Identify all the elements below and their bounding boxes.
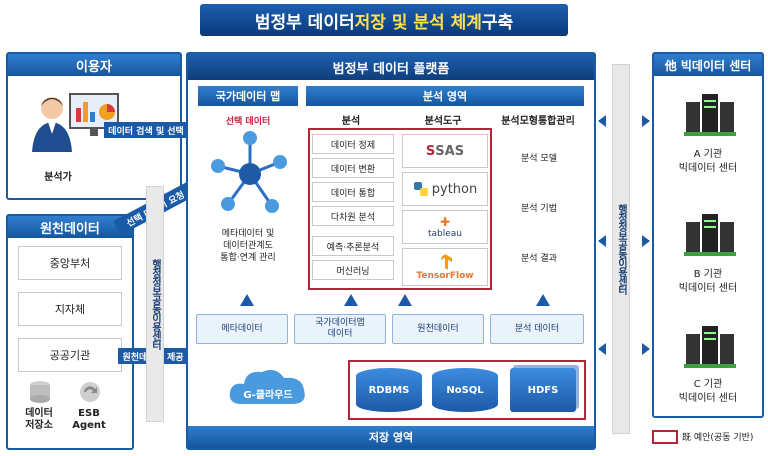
center-label: A 기관 빅데이터 센터	[678, 149, 738, 174]
server-icon	[684, 212, 736, 258]
data-store-label: 데이터 저장소	[25, 408, 53, 431]
cloud-icon	[229, 370, 305, 404]
source-data-panel: 원천데이터 중앙부처 지자체 공공기관 데이터 저장소 ESB Agent	[6, 214, 134, 450]
col-tools-header: 분석도구	[424, 116, 462, 127]
map-description: 메타데이터 및 데이터관계도 통합·연계 관리	[220, 229, 276, 263]
analyst-icon	[32, 93, 119, 152]
tool-tensorflow: TensorFlow	[402, 248, 488, 286]
tool-tableau: ✚ tableau	[402, 210, 488, 244]
common-base-outline	[308, 128, 492, 290]
data-platform-panel: 범정부 데이터 플랫폼 국가데이터 맵 분석 영역 선택 데이터 메타데이터 및…	[186, 52, 596, 450]
platform-header: 범정부 데이터 플랫폼	[188, 54, 594, 80]
python-icon	[413, 182, 428, 196]
model-item: 분석 모델	[494, 134, 584, 180]
center-label: C 기관 빅데이터 센터	[678, 379, 738, 404]
up-arrow-icon	[536, 294, 550, 306]
center-label: B 기관 빅데이터 센터	[678, 269, 738, 294]
data-store-icon	[28, 380, 52, 404]
tensorflow-icon	[441, 254, 452, 270]
db-rdbms: RDBMS	[356, 368, 422, 412]
analysis-item: 예측·추론분석	[312, 236, 394, 256]
model-item: 분석 결과	[494, 234, 584, 280]
data-map-header: 국가데이터 맵	[198, 86, 298, 106]
analysis-item: 머신러닝	[312, 260, 394, 280]
layer-analysis-data: 분석 데이터	[490, 314, 584, 344]
source-item: 지자체	[18, 292, 122, 326]
model-item: 분석 기법	[494, 184, 584, 230]
col-analysis-header: 분석	[341, 116, 361, 127]
tool-python: python	[402, 172, 488, 206]
server-icon	[684, 92, 736, 138]
legend-text: 既 예안(공동 기반)	[682, 433, 754, 443]
analysis-item: 데이터 변환	[312, 158, 394, 178]
analysis-item: 데이터 통합	[312, 182, 394, 202]
bigdata-panel-header: 他 빅데이터 센터	[654, 54, 762, 76]
db-nosql: NoSQL	[432, 368, 498, 412]
data-map-box: 선택 데이터 메타데이터 및 데이터관계도 통합·연계 관리	[198, 110, 298, 286]
tableau-icon: ✚	[439, 215, 451, 229]
analyst-label: 분석가	[44, 172, 72, 183]
storage-area-footer: 저장 영역	[188, 426, 594, 448]
layer-source-data: 원천데이터	[392, 314, 484, 344]
col-models-header: 분석모형통합관리	[501, 116, 575, 127]
user-panel-header: 이용자	[8, 54, 180, 76]
layer-metadata: 메타데이터	[196, 314, 288, 344]
bidirectional-arrow-icon	[598, 340, 650, 355]
network-graph-icon	[211, 131, 287, 213]
page-title: 범정부 데이터 저장 및 분석 체계 구축	[200, 4, 568, 36]
cloud-label: G-클라우드	[243, 390, 293, 401]
up-arrow-icon	[240, 294, 254, 306]
esb-agent-icon	[78, 380, 102, 404]
left-sharing-center-bar: 행정정보공동이용센터	[146, 186, 164, 422]
g-cloud: G-클라우드	[226, 364, 310, 408]
analyst-illustration	[32, 88, 122, 160]
storage-common-outline	[348, 360, 586, 420]
legend-swatch	[652, 430, 678, 444]
source-item: 공공기관	[18, 338, 122, 372]
layer-map-data: 국가데이터맵 데이터	[294, 314, 386, 344]
analysis-item: 다차원 분석	[312, 206, 394, 226]
server-icon	[684, 324, 736, 370]
source-item: 중앙부처	[18, 246, 122, 280]
bigdata-centers-panel: 他 빅데이터 센터 A 기관 빅데이터 센터 B 기관 빅데이터 센터 C 기관…	[652, 52, 764, 418]
selected-data-label: 선택 데이터	[225, 117, 271, 127]
analysis-area-header: 분석 영역	[306, 86, 584, 106]
esb-agent-label: ESB Agent	[72, 408, 106, 431]
right-sharing-center-bar: 행정정보공동이용센터	[612, 64, 630, 434]
bidirectional-arrow-icon	[598, 232, 650, 247]
up-arrow-icon	[344, 294, 358, 306]
analysis-item: 데이터 정제	[312, 134, 394, 154]
search-select-arrow: 데이터 검색 및 선택	[104, 122, 188, 138]
bidirectional-arrow-icon	[598, 112, 650, 127]
up-arrow-icon	[398, 294, 412, 306]
source-panel-header: 원천데이터	[8, 216, 132, 238]
db-hdfs: HDFS	[510, 368, 576, 412]
